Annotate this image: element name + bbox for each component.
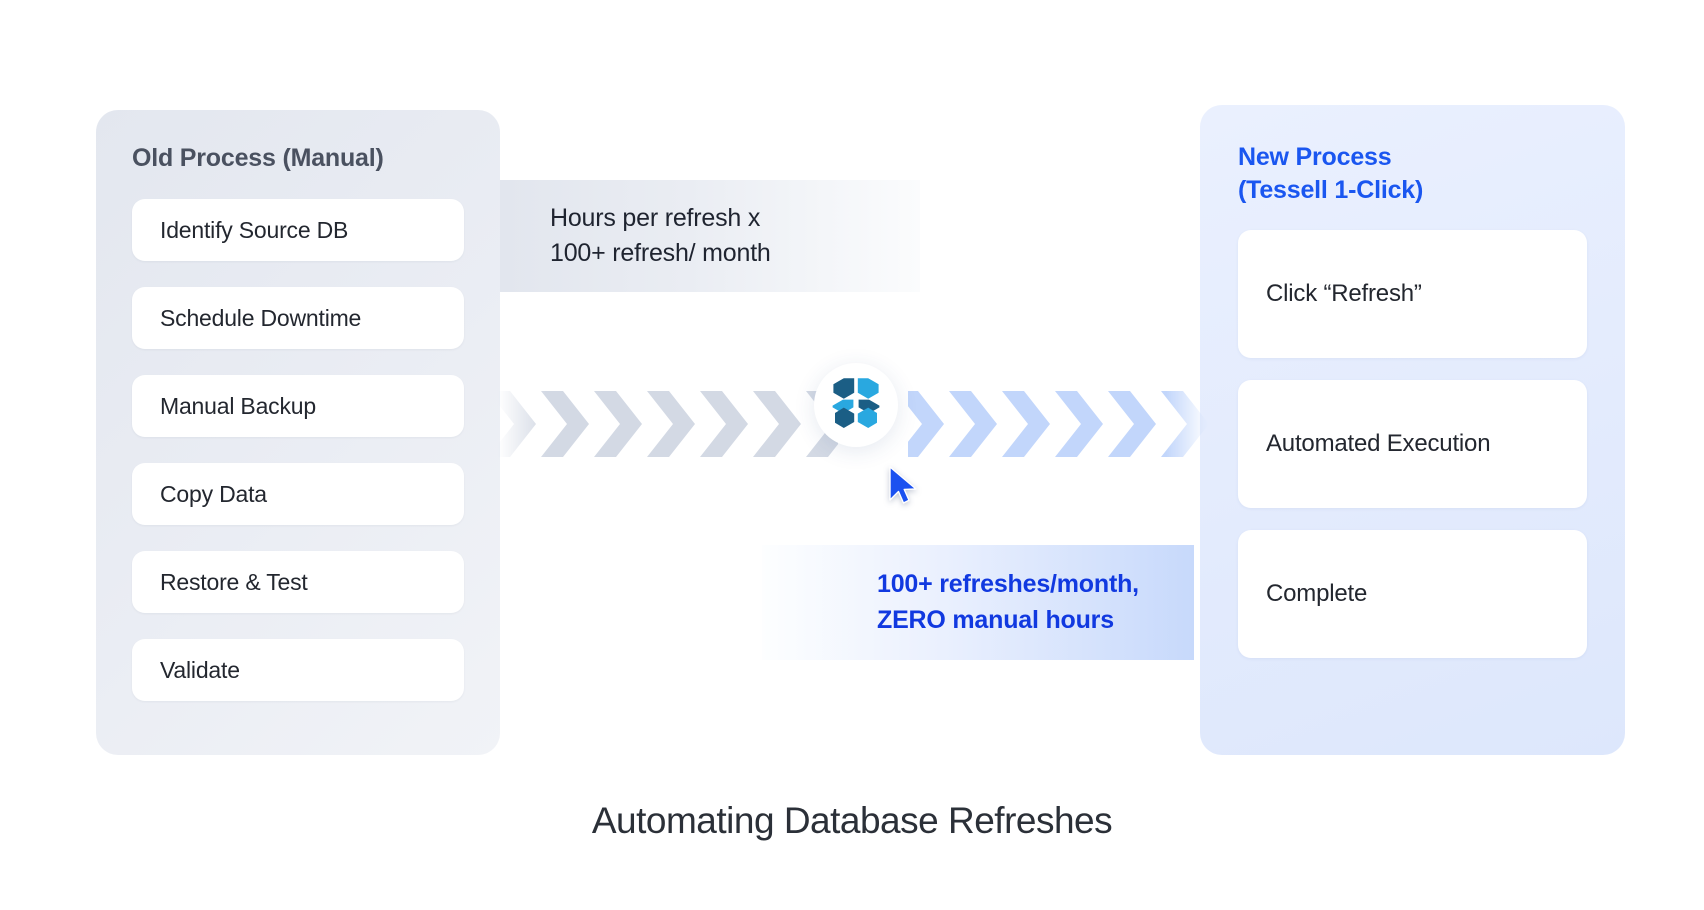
mouse-pointer-icon	[888, 466, 922, 511]
automated-gain-callout: 100+ refreshes/month, ZERO manual hours	[762, 545, 1194, 660]
old-step-label: Schedule Downtime	[160, 304, 362, 331]
automated-gain-line-2: ZERO manual hours	[877, 605, 1114, 634]
old-step-label: Manual Backup	[160, 392, 316, 419]
manual-cost-text: Hours per refresh x 100+ refresh/ month	[550, 201, 771, 272]
chevron-flow-left-icon	[498, 391, 838, 457]
new-step-label: Complete	[1266, 580, 1368, 607]
old-step-label: Identify Source DB	[160, 216, 349, 243]
old-step-schedule-downtime[interactable]: Schedule Downtime	[132, 287, 464, 349]
new-step-automated-execution[interactable]: Automated Execution	[1238, 380, 1587, 508]
old-step-label: Copy Data	[160, 480, 267, 507]
chevron-flow-right-icon	[908, 391, 1208, 457]
new-process-title: New Process (Tessell 1-Click)	[1238, 141, 1587, 206]
old-step-validate[interactable]: Validate	[132, 639, 464, 701]
new-process-title-line-2: (Tessell 1-Click)	[1238, 175, 1424, 204]
old-step-label: Restore & Test	[160, 568, 308, 595]
old-step-label: Validate	[160, 656, 240, 683]
manual-cost-callout: Hours per refresh x 100+ refresh/ month	[500, 180, 920, 292]
tessell-logo-badge	[814, 363, 898, 447]
diagram-footer-title: Automating Database Refreshes	[591, 800, 1113, 841]
old-process-title: Old Process (Manual)	[132, 144, 384, 172]
old-step-copy-data[interactable]: Copy Data	[132, 463, 464, 525]
manual-cost-line-1: Hours per refresh x	[550, 203, 761, 232]
new-process-panel: New Process (Tessell 1-Click) Click “Ref…	[1200, 105, 1625, 755]
automated-gain-text: 100+ refreshes/month, ZERO manual hours	[877, 567, 1139, 638]
old-step-manual-backup[interactable]: Manual Backup	[132, 375, 464, 437]
manual-cost-line-2: 100+ refresh/ month	[550, 239, 771, 267]
automated-gain-line-1: 100+ refreshes/month,	[877, 570, 1139, 598]
old-step-restore-and-test[interactable]: Restore & Test	[132, 551, 464, 613]
new-step-label: Automated Execution	[1266, 430, 1491, 457]
old-process-panel: Old Process (Manual) Identify Source DB …	[96, 110, 500, 755]
new-step-click-refresh[interactable]: Click “Refresh”	[1238, 230, 1587, 358]
tessell-logo-icon	[831, 377, 881, 434]
new-step-label: Click “Refresh”	[1266, 280, 1422, 307]
new-process-title-line-1: New Process	[1238, 143, 1392, 171]
old-step-identify-source-db[interactable]: Identify Source DB	[132, 199, 464, 261]
new-step-complete[interactable]: Complete	[1238, 530, 1587, 658]
